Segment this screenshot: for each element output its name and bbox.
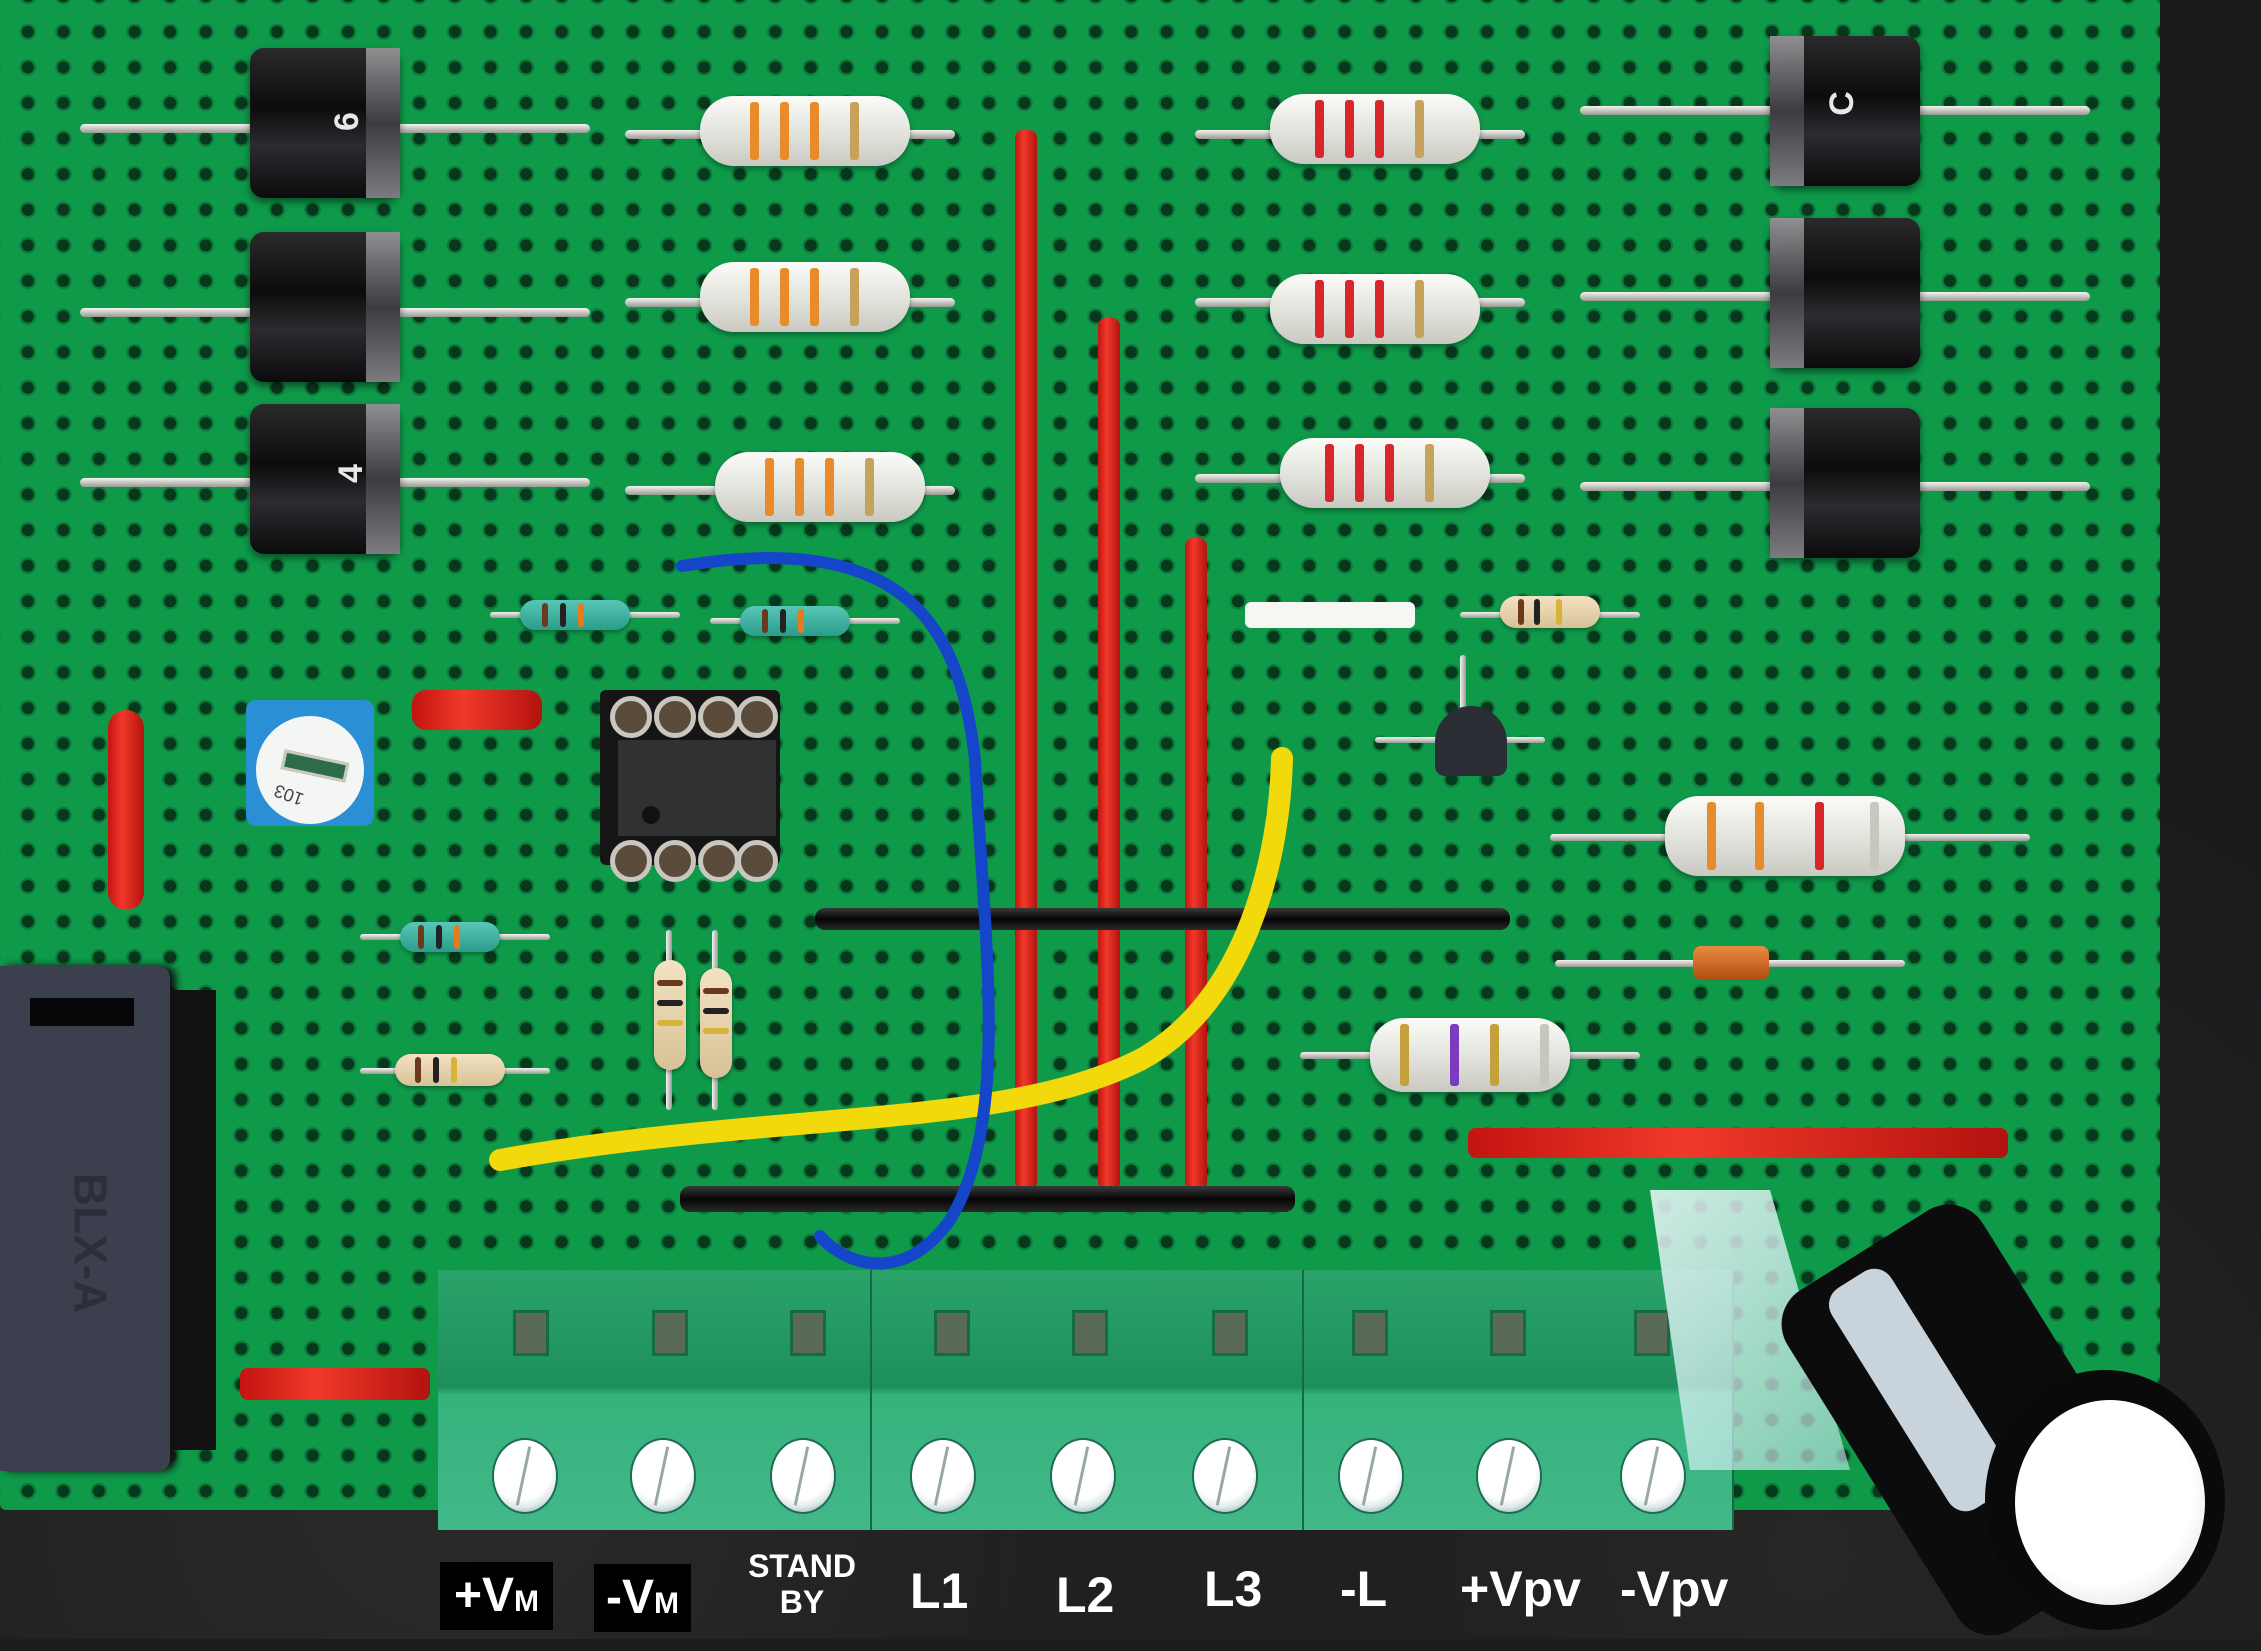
jumper-wire-l2 <box>1098 318 1120 1190</box>
power-resistor-red-2 <box>1270 274 1480 344</box>
jumper-wire-short <box>412 690 542 730</box>
trimmer-knob[interactable]: 103 <box>256 716 364 824</box>
label-main: -V <box>606 1571 654 1624</box>
fuse-holder[interactable]: BLX-A <box>0 966 170 1471</box>
terminal-screw-vpv-neg[interactable] <box>1622 1440 1684 1512</box>
label-main: +V <box>454 1569 515 1622</box>
power-diode-left-3: 4 <box>250 404 400 554</box>
terminal-screw-l-neg[interactable] <box>1340 1440 1402 1512</box>
terminal-screw-vpv-pos[interactable] <box>1478 1440 1540 1512</box>
yellow-wire <box>489 747 1293 1171</box>
terminal-screw-l1[interactable] <box>912 1440 974 1512</box>
label-standby: STAND BY <box>742 1548 862 1620</box>
power-resistor-orange-2 <box>700 262 910 332</box>
jumper-wire-right <box>1468 1128 2008 1158</box>
label-vm-negative: -VM <box>594 1564 691 1632</box>
terminal-block-2 <box>872 1270 1304 1530</box>
dip8-ic-socket <box>600 690 780 882</box>
label-line2: BY <box>779 1584 825 1620</box>
capacitor-top <box>2015 1400 2205 1605</box>
terminal-block-1 <box>438 1270 872 1530</box>
signal-resistor-2 <box>740 606 850 636</box>
power-diode-left-2 <box>250 232 400 382</box>
signal-resistor-3 <box>400 922 500 952</box>
signal-resistor-6 <box>700 968 732 1078</box>
label-line1: STAND <box>748 1548 856 1584</box>
terminal-screw-vm-neg[interactable] <box>632 1440 694 1512</box>
power-diode-right-3 <box>1770 408 1920 558</box>
fuse-holder-side <box>170 990 216 1450</box>
power-diode-left-1: 6 <box>250 48 400 198</box>
signal-resistor-5 <box>654 960 686 1070</box>
jumper-wire-bottom-left <box>240 1368 430 1400</box>
power-resistor-red-3 <box>1280 438 1490 508</box>
terminal-screw-l2[interactable] <box>1052 1440 1114 1512</box>
blue-wire <box>676 552 995 1270</box>
curved-wires <box>489 552 1293 1270</box>
terminal-screw-standby[interactable] <box>772 1440 834 1512</box>
fuse-holder-marking: BLX-A <box>64 1172 117 1314</box>
power-diode-right-1: C <box>1770 36 1920 186</box>
dip8-ic <box>618 740 776 836</box>
electrolytic-capacitor <box>1766 1189 2255 1651</box>
power-resistor-orange-3 <box>715 452 925 522</box>
power-diode-right-2 <box>1770 218 1920 368</box>
power-resistor-red-1 <box>1270 94 1480 164</box>
power-resistor-purple <box>1370 1018 1570 1092</box>
insulated-jumper <box>1245 602 1415 628</box>
small-signal-diode <box>1693 946 1769 980</box>
trimmer-potentiometer[interactable]: 103 <box>246 700 374 826</box>
label-l3: L3 <box>1204 1561 1263 1617</box>
pin1-dot <box>642 806 660 824</box>
signal-resistor-7 <box>1500 596 1600 628</box>
label-subscript: M <box>514 1585 540 1618</box>
terminal-screw-l3[interactable] <box>1194 1440 1256 1512</box>
label-vpv-positive: +Vpv <box>1460 1561 1581 1617</box>
label-l-negative: -L <box>1340 1561 1388 1617</box>
label-vm-positive: +VM <box>440 1562 554 1630</box>
power-resistor-orange-1 <box>700 96 910 166</box>
label-l1: L1 <box>910 1563 969 1619</box>
perfboard: 6 4 C <box>0 0 2160 1510</box>
signal-resistor-1 <box>520 600 630 630</box>
transistor-to92 <box>1435 706 1507 776</box>
label-subscript: M <box>654 1587 679 1620</box>
fuse-slot <box>30 998 134 1026</box>
jumper-wire-left <box>108 710 144 910</box>
terminal-screw-vm-pos[interactable] <box>494 1440 556 1512</box>
terminal-block-3 <box>1304 1270 1734 1530</box>
signal-resistor-4 <box>395 1054 505 1086</box>
label-l2: L2 <box>1056 1567 1115 1623</box>
jumper-wire-black-lower <box>680 1186 1295 1212</box>
label-vpv-negative: -Vpv <box>1620 1561 1729 1617</box>
power-resistor-orange-red <box>1665 796 1905 876</box>
transistor-lead <box>1460 655 1466 715</box>
